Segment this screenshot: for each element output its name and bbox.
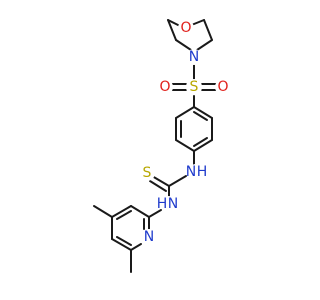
atom-o-morpholine: O bbox=[178, 20, 194, 36]
bond bbox=[111, 238, 132, 251]
atom-label: N bbox=[189, 49, 199, 65]
molecule-structure: O N S O O N H S N H bbox=[93, 19, 231, 273]
atom-label: O bbox=[180, 20, 191, 36]
atom-label: N bbox=[186, 164, 196, 180]
atom-labels: O N S O O N H S N H bbox=[139, 20, 231, 245]
bond bbox=[175, 106, 195, 119]
bond bbox=[93, 205, 113, 218]
bond bbox=[130, 243, 142, 251]
bond bbox=[151, 175, 170, 187]
structure-canvas: O N S O O N H S N H bbox=[93, 19, 231, 273]
atom-label: S bbox=[143, 165, 152, 181]
bond bbox=[149, 180, 167, 192]
atom-o-sulfonyl-right: O bbox=[215, 79, 231, 95]
atom-nh-upper: N H bbox=[186, 164, 208, 180]
atom-nh-lower: N H bbox=[157, 196, 178, 212]
bond bbox=[193, 111, 208, 121]
atom-label: H bbox=[197, 164, 208, 180]
bond bbox=[148, 209, 162, 218]
bond bbox=[116, 210, 132, 220]
atom-label: N bbox=[168, 196, 178, 212]
bond bbox=[193, 139, 213, 152]
bond bbox=[130, 205, 150, 218]
atom-s-sulfonyl: S bbox=[186, 79, 202, 95]
atom-s-thione: S bbox=[139, 165, 155, 181]
bond bbox=[193, 106, 213, 119]
bond bbox=[168, 175, 187, 187]
bonds bbox=[93, 19, 218, 273]
bond bbox=[116, 236, 132, 246]
atom-label: H bbox=[157, 196, 168, 212]
atom-label: N bbox=[144, 229, 154, 245]
atom-o-sulfonyl-left: O bbox=[157, 79, 173, 95]
bond bbox=[193, 137, 208, 147]
atom-n-morpholine: N bbox=[186, 49, 202, 65]
bond bbox=[111, 205, 132, 218]
atom-label: S bbox=[190, 79, 199, 95]
bond bbox=[167, 19, 177, 41]
atom-n-pyridine: N bbox=[141, 229, 157, 245]
bond bbox=[203, 19, 213, 41]
atom-label: O bbox=[217, 79, 228, 95]
atom-label: O bbox=[159, 79, 170, 95]
bond bbox=[175, 139, 195, 152]
